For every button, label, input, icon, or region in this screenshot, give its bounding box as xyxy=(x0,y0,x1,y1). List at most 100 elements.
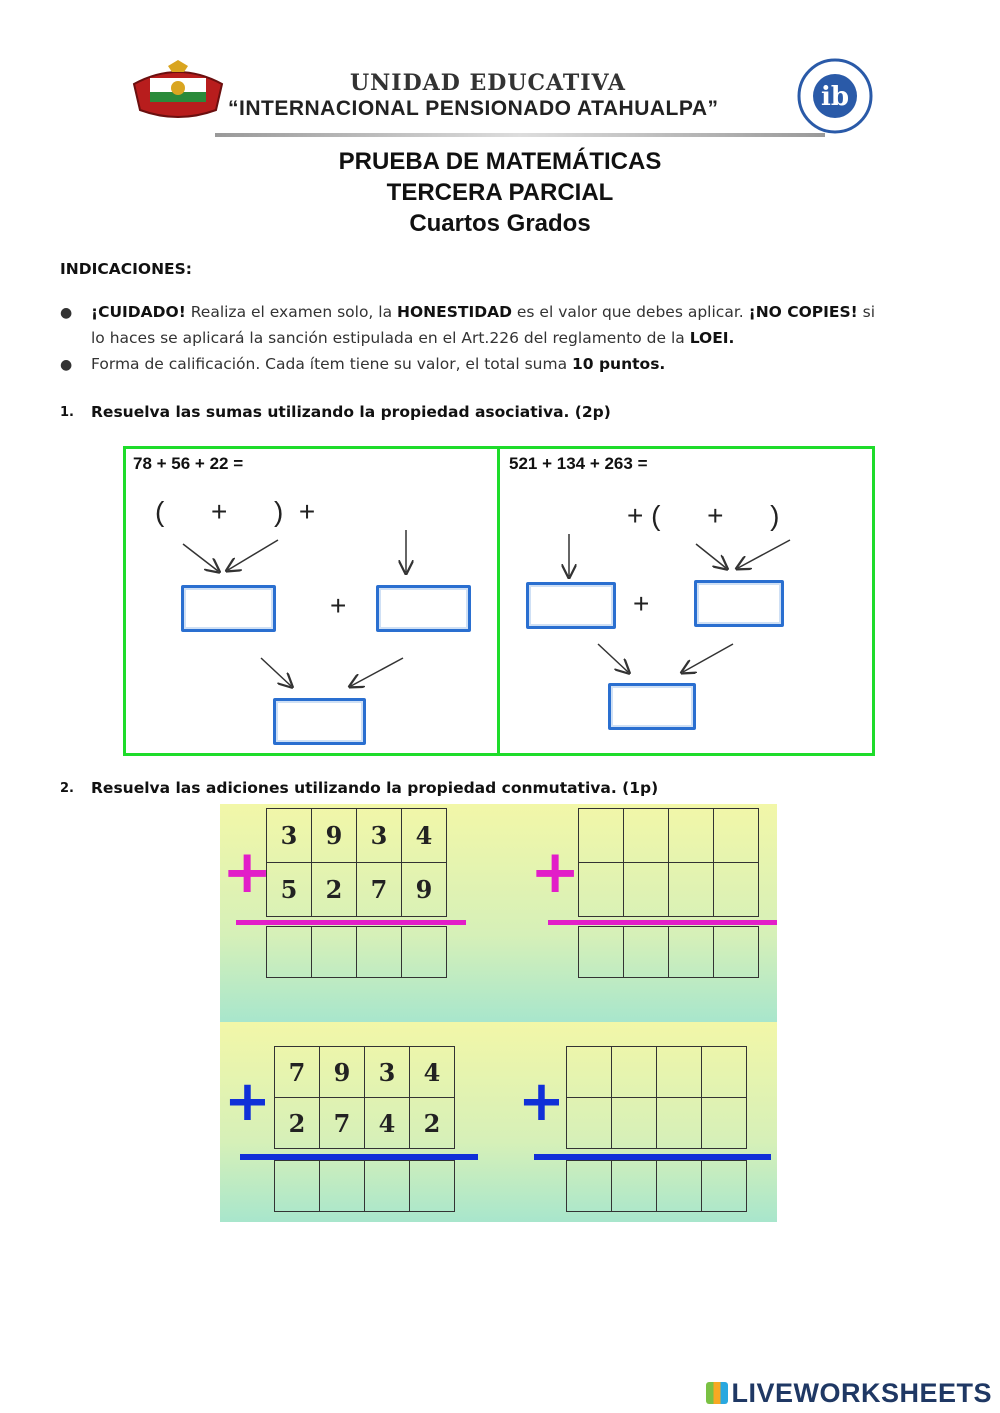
plus-sign: + xyxy=(330,590,347,621)
answer-box[interactable] xyxy=(376,585,471,632)
digit-cell: 9 xyxy=(311,808,357,863)
answer-cell[interactable] xyxy=(364,1160,410,1212)
question1-text: Resuelva las sumas utilizando la propied… xyxy=(91,403,611,421)
answer-cell[interactable] xyxy=(668,926,714,978)
plus-icon: + xyxy=(530,837,581,907)
answer-grid xyxy=(266,926,447,978)
answer-grid xyxy=(578,926,759,978)
answer-cell[interactable] xyxy=(623,926,669,978)
instruction-honesty-cont: lo haces se aplicará la sanción estipula… xyxy=(91,329,735,347)
answer-cell[interactable] xyxy=(611,1046,657,1098)
instruction-honesty: ¡CUIDADO! Realiza el examen solo, la HON… xyxy=(91,303,876,321)
answer-cell[interactable] xyxy=(578,808,624,863)
sum-line xyxy=(236,920,466,925)
digit-cell: 4 xyxy=(364,1097,410,1149)
answer-cell[interactable] xyxy=(623,808,669,863)
answer-cell[interactable] xyxy=(578,862,624,917)
left-expression: 78 + 56 + 22 = xyxy=(133,454,244,473)
answer-box[interactable] xyxy=(526,582,616,629)
answer-cell[interactable] xyxy=(311,926,357,978)
digit-cell: 7 xyxy=(319,1097,365,1149)
left-arrows xyxy=(182,530,498,756)
answer-grid xyxy=(566,1160,747,1212)
sum-line xyxy=(548,920,777,925)
question-number: 1. xyxy=(60,405,74,420)
answer-cell[interactable] xyxy=(409,1160,455,1212)
ib-seal-logo: ib xyxy=(797,58,873,134)
liveworksheets-wordmark: LIVEWORKSHEETS xyxy=(731,1378,992,1408)
answer-cell[interactable] xyxy=(656,1097,702,1149)
answer-cell[interactable] xyxy=(274,1160,320,1212)
answer-cell[interactable] xyxy=(578,926,624,978)
answer-box[interactable] xyxy=(694,580,784,627)
digit-cell: 2 xyxy=(274,1097,320,1149)
digit-cell: 2 xyxy=(409,1097,455,1149)
addend-grid xyxy=(566,1046,747,1149)
answer-cell[interactable] xyxy=(623,862,669,917)
plus-icon: + xyxy=(222,837,273,907)
answer-cell[interactable] xyxy=(713,862,759,917)
answer-cell[interactable] xyxy=(566,1097,612,1149)
answer-box[interactable] xyxy=(181,585,276,632)
exam-title: PRUEBA DE MATEMÁTICAS xyxy=(338,148,662,175)
liveworksheets-icon xyxy=(706,1382,729,1404)
answer-cell[interactable] xyxy=(713,926,759,978)
digit-cell: 3 xyxy=(356,808,402,863)
digit-cell: 4 xyxy=(409,1046,455,1098)
right-grouping: + ( + ) xyxy=(627,500,780,531)
answer-grid xyxy=(274,1160,455,1212)
answer-cell[interactable] xyxy=(713,808,759,863)
answer-cell[interactable] xyxy=(566,1160,612,1212)
left-grouping: ( + ) + xyxy=(155,496,316,527)
bullet-marker: ● xyxy=(60,357,73,373)
answer-cell[interactable] xyxy=(401,926,447,978)
instruction-grading: Forma de calificación. Cada ítem tiene s… xyxy=(91,355,666,373)
header-divider xyxy=(215,133,825,137)
answer-cell[interactable] xyxy=(701,1097,747,1149)
question2-text: Resuelva las adiciones utilizando la pro… xyxy=(91,779,659,797)
plus-icon: + xyxy=(518,1069,565,1134)
school-name-line1: UNIDAD EDUCATIVA xyxy=(350,70,626,96)
svg-text:ib: ib xyxy=(821,82,849,112)
answer-cell[interactable] xyxy=(668,808,714,863)
digit-cell: 2 xyxy=(311,862,357,917)
answer-cell[interactable] xyxy=(668,862,714,917)
digit-cell: 4 xyxy=(401,808,447,863)
plus-icon: + xyxy=(224,1069,271,1134)
exercise-divider xyxy=(497,446,500,756)
answer-cell[interactable] xyxy=(356,926,402,978)
answer-cell[interactable] xyxy=(656,1160,702,1212)
digit-cell: 7 xyxy=(356,862,402,917)
answer-cell[interactable] xyxy=(611,1097,657,1149)
exam-subtitle: TERCERA PARCIAL xyxy=(386,179,614,206)
addend-grid xyxy=(578,808,759,917)
sum-line xyxy=(240,1154,478,1160)
answer-cell[interactable] xyxy=(701,1160,747,1212)
answer-cell[interactable] xyxy=(266,926,312,978)
question-number: 2. xyxy=(60,781,74,796)
answer-cell[interactable] xyxy=(319,1160,365,1212)
digit-cell: 9 xyxy=(319,1046,365,1098)
grade-title: Cuartos Grados xyxy=(409,210,591,237)
answer-cell[interactable] xyxy=(656,1046,702,1098)
answer-cell[interactable] xyxy=(701,1046,747,1098)
digit-cell: 9 xyxy=(401,862,447,917)
plus-sign: + xyxy=(633,588,650,619)
right-expression: 521 + 134 + 263 = xyxy=(509,454,648,473)
school-crest-logo xyxy=(132,60,224,118)
sum-line xyxy=(534,1154,771,1160)
liveworksheets-logo[interactable]: LIVEWORKSHEETS xyxy=(706,1378,992,1409)
digit-cell: 7 xyxy=(274,1046,320,1098)
result-box[interactable] xyxy=(608,683,696,730)
answer-cell[interactable] xyxy=(566,1046,612,1098)
bullet-marker: ● xyxy=(60,305,73,321)
school-header: ib xyxy=(128,58,888,142)
instructions-heading: INDICACIONES: xyxy=(60,260,192,278)
result-box[interactable] xyxy=(273,698,366,745)
school-name-line2: “INTERNACIONAL PENSIONADO ATAHUALPA” xyxy=(228,97,719,120)
digit-cell: 5 xyxy=(266,862,312,917)
answer-cell[interactable] xyxy=(611,1160,657,1212)
